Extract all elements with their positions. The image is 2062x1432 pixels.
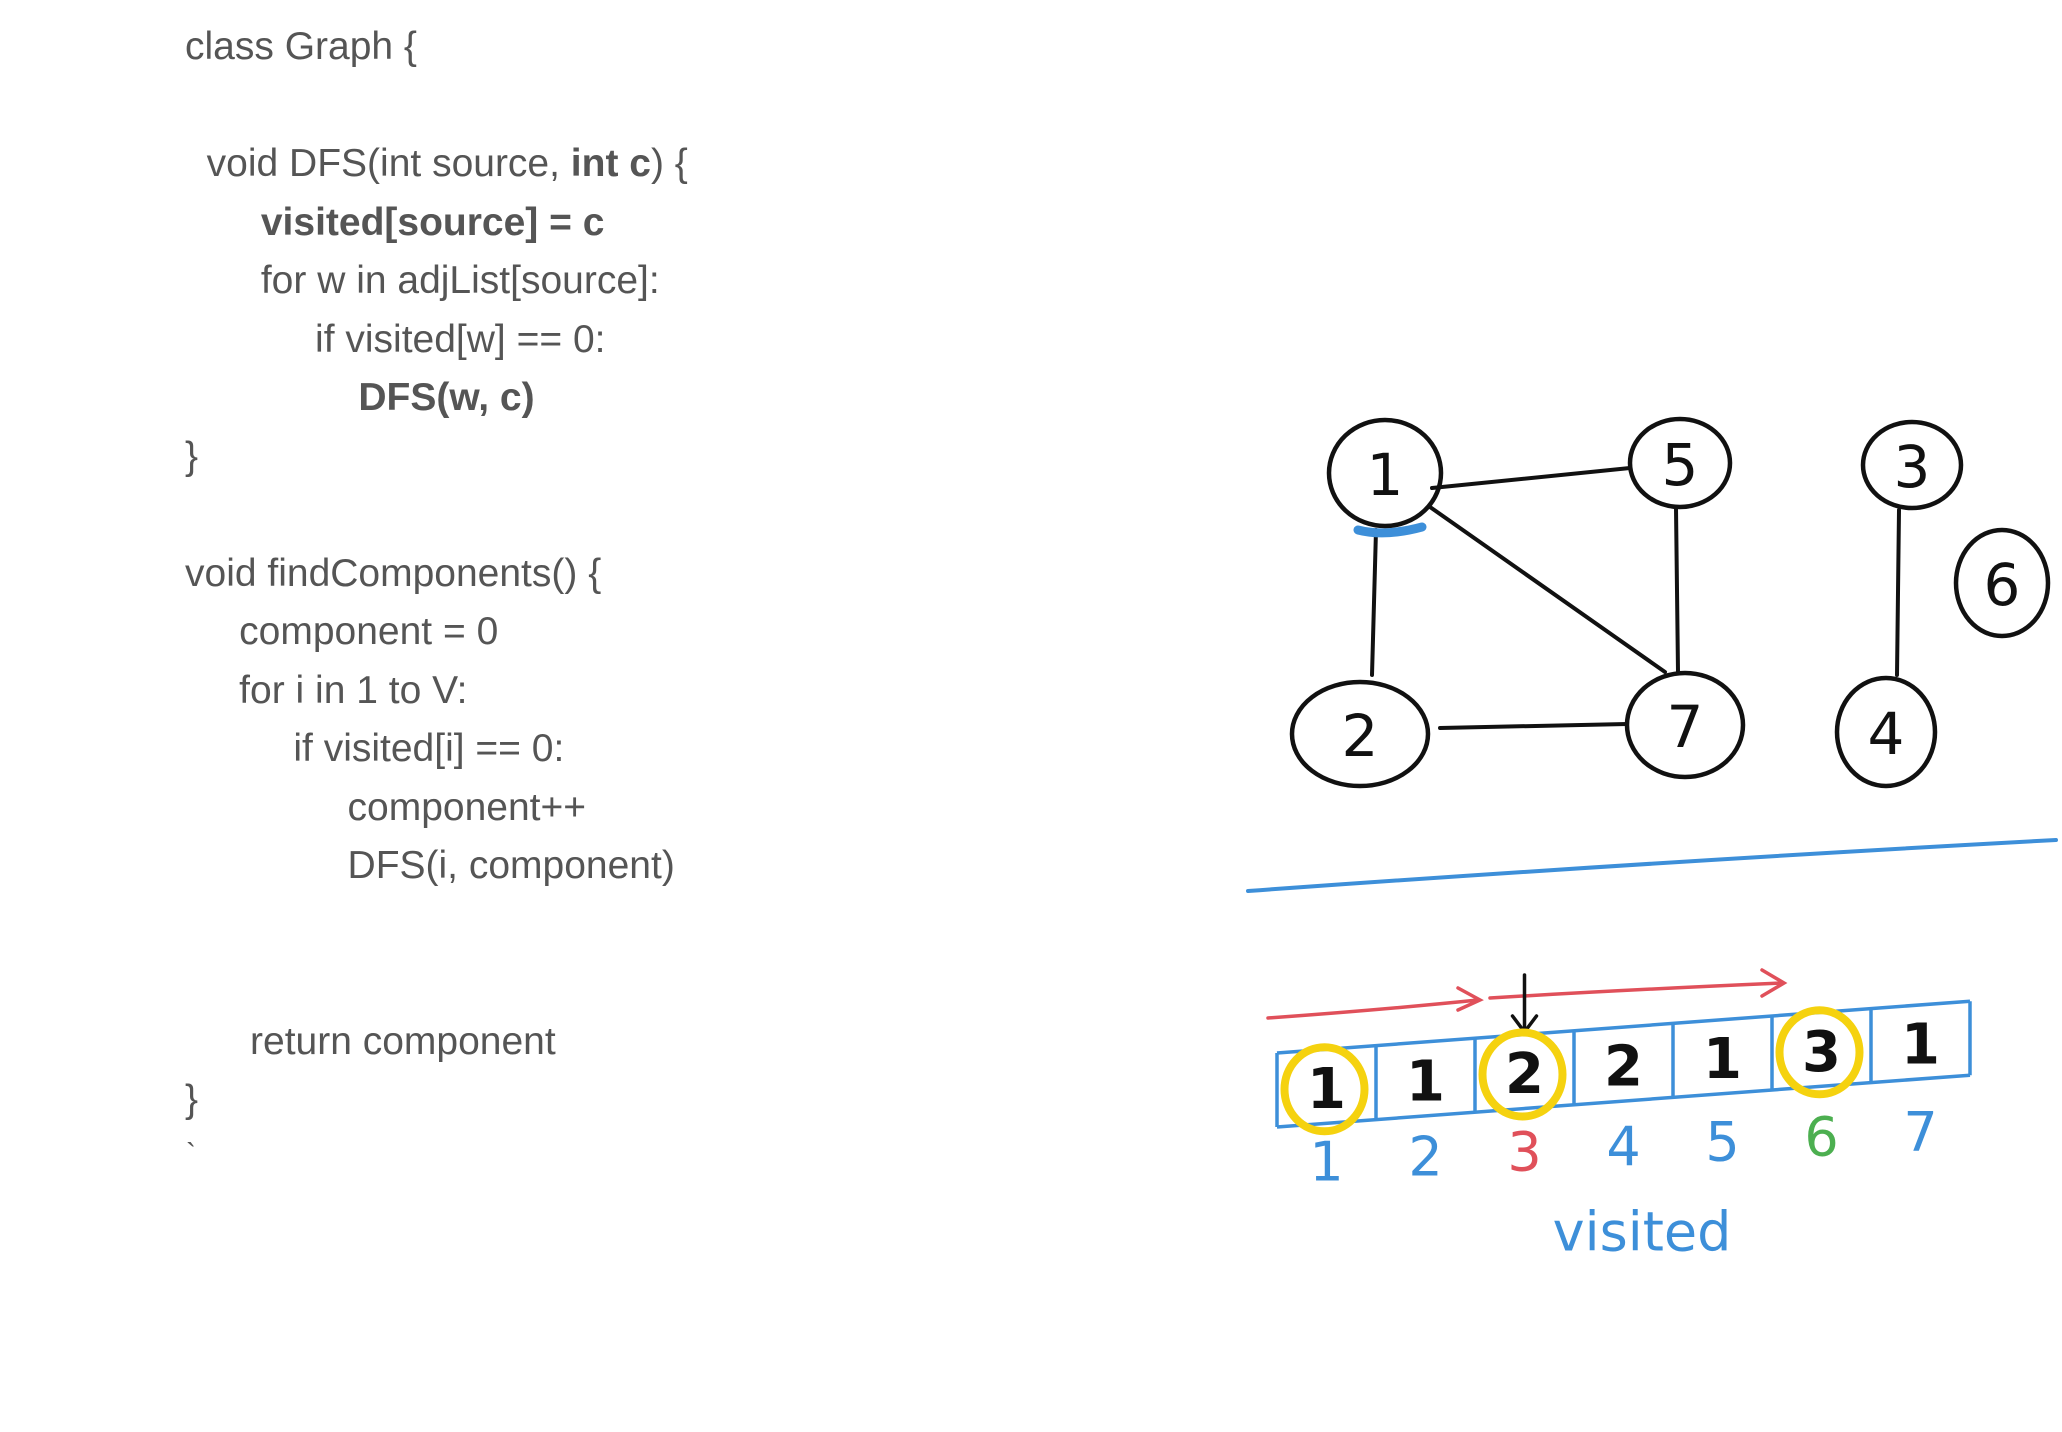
- code-line: DFS(w, c): [185, 369, 688, 428]
- code-token: for w in adjList[source]:: [185, 259, 660, 302]
- node-label: 4: [1868, 700, 1905, 768]
- code-token: if visited[w] == 0:: [185, 317, 606, 361]
- node-label: 6: [1984, 551, 2021, 619]
- graph-edge: [1370, 528, 1378, 677]
- code-token: }: [185, 434, 199, 478]
- code-token: if visited[i] == 0:: [185, 727, 565, 770]
- visited-index: 4: [1606, 1116, 1640, 1179]
- code-token: return component: [185, 1019, 556, 1063]
- graph-edge: [1430, 466, 1632, 490]
- node-label: 3: [1894, 433, 1931, 501]
- visited-index: 2: [1408, 1126, 1442, 1189]
- code-line: }: [185, 428, 688, 487]
- array-bottom-edge: [1276, 1073, 1971, 1129]
- code-token: void findComponents() {: [185, 551, 602, 595]
- visited-value: 1: [1307, 1057, 1346, 1122]
- visited-value: 1: [1703, 1027, 1742, 1092]
- visited-highlight: [1478, 1028, 1567, 1121]
- graph-node: [1289, 679, 1431, 789]
- graph-edge: [1428, 505, 1667, 674]
- visited-index: 1: [1309, 1131, 1343, 1194]
- code-token: }: [185, 1078, 199, 1121]
- code-token-bold: visited[source] = c: [260, 200, 605, 244]
- node-label: 2: [1342, 702, 1379, 770]
- visited-index: 5: [1705, 1111, 1739, 1174]
- code-token: for i in 1 to V:: [185, 668, 468, 712]
- graph-node: [1860, 419, 1964, 511]
- visited-value: 2: [1604, 1035, 1643, 1100]
- code-line: }: [185, 1071, 688, 1130]
- array-top-edge: [1276, 999, 1971, 1055]
- code-line: for i in 1 to V:: [185, 662, 688, 721]
- red-arrow-1-head: [1456, 986, 1484, 1012]
- node-1-highlight: [1353, 522, 1427, 538]
- red-arrow-2: [1488, 981, 1784, 1000]
- visited-value: 1: [1406, 1049, 1445, 1114]
- code-token-bold: DFS(w, c): [358, 376, 535, 419]
- code-line: for w in adjList[source]:: [185, 252, 688, 311]
- code-token: void DFS(int source,: [185, 142, 571, 185]
- code-line: DFS(i, component): [185, 837, 688, 896]
- code-line: if visited[w] == 0:: [185, 311, 688, 370]
- graph-node: [1624, 670, 1746, 780]
- visited-index: 6: [1804, 1106, 1838, 1169]
- visited-highlight: [1775, 1006, 1864, 1099]
- graph-edge: [1895, 508, 1901, 677]
- code-token: DFS(i, component): [185, 844, 675, 887]
- separator-line: [1246, 838, 2058, 893]
- visited-value: 2: [1505, 1042, 1544, 1107]
- code-line: void DFS(int source, int c) {: [185, 135, 688, 194]
- code-line: component = 0: [185, 603, 688, 662]
- visited-index: 7: [1903, 1101, 1937, 1164]
- code-line: return component: [185, 1013, 688, 1072]
- code-token: ) {: [650, 142, 688, 185]
- visited-label: visited: [1553, 1201, 1732, 1264]
- node-label: 7: [1667, 693, 1704, 761]
- code-token-bold: int c: [570, 142, 651, 185]
- red-arrow-1: [1266, 998, 1480, 1020]
- code-line: void findComponents() {: [185, 545, 688, 604]
- graph-node: [1627, 416, 1733, 510]
- graph-node: [1326, 417, 1444, 529]
- visited-highlight: [1280, 1043, 1369, 1136]
- code-line: class Graph {: [185, 18, 688, 77]
- code-line: visited[source] = c: [185, 194, 688, 253]
- stray-mark: `: [186, 1138, 196, 1171]
- code-block: class Graph { void DFS(int source, int c…: [185, 18, 688, 1130]
- graph-edge: [1438, 722, 1629, 730]
- code-token: component++: [185, 785, 587, 829]
- code-token: component = 0: [185, 610, 499, 653]
- red-arrow-2-head: [1760, 968, 1788, 998]
- code-line: if visited[i] == 0:: [185, 720, 688, 779]
- graph-node: [1953, 527, 2051, 639]
- visited-index: 3: [1507, 1121, 1541, 1184]
- code-token: class Graph {: [185, 25, 417, 68]
- graph-node: [1834, 675, 1938, 789]
- node-label: 1: [1367, 441, 1404, 509]
- visited-value: 1: [1901, 1012, 1940, 1077]
- graph-edge: [1674, 506, 1680, 674]
- visited-value: 3: [1802, 1020, 1841, 1085]
- node-label: 5: [1662, 431, 1699, 499]
- code-line: component++: [185, 779, 688, 838]
